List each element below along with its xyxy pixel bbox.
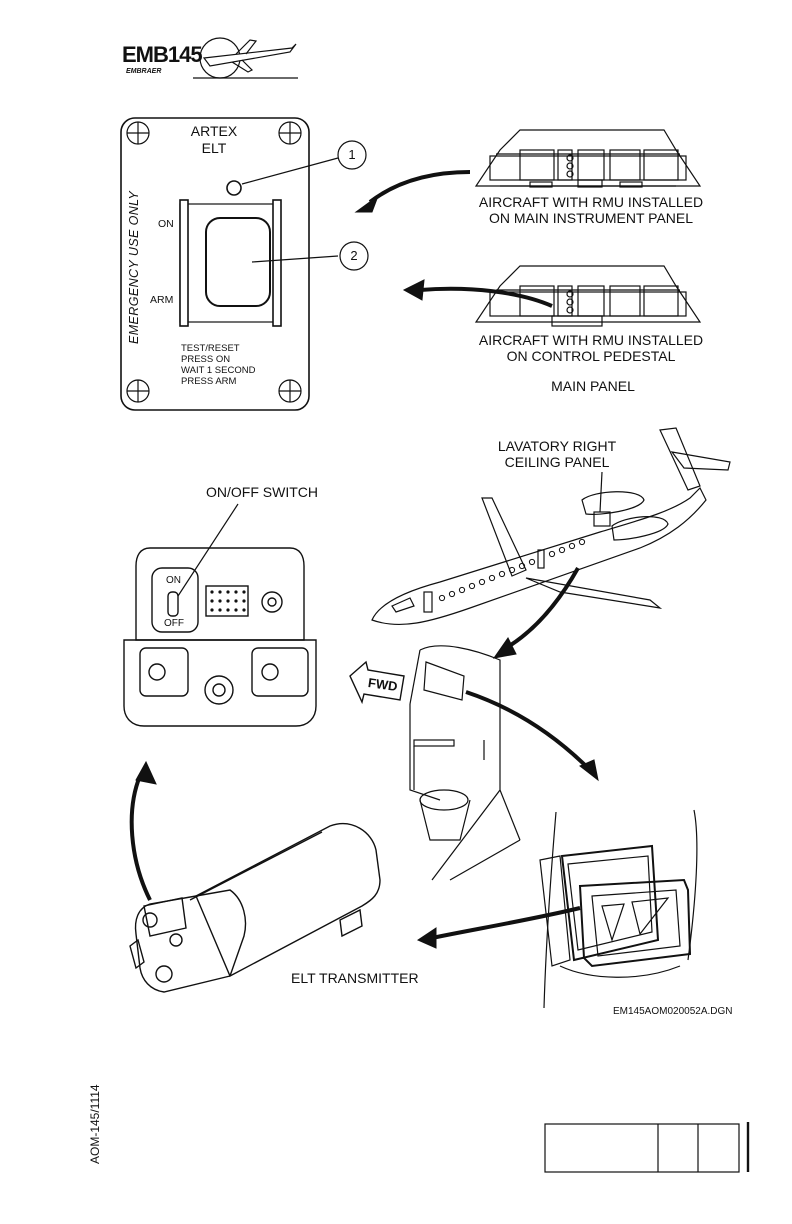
main-instrument-panel-drawing	[474, 129, 702, 188]
elt-title-line1: ARTEX	[190, 123, 238, 139]
switch-label: ON/OFF SWITCH	[206, 484, 318, 500]
aircraft-windows	[438, 538, 586, 602]
transmitter-name: ELT TRANSMITTER	[291, 970, 419, 986]
brand-logo: EMB145 EMBRAER	[120, 40, 300, 82]
lavatory-drawing	[409, 645, 521, 881]
arrow-from-pedestal-icon	[402, 279, 553, 308]
arrow-to-ceiling-panel-icon	[465, 690, 599, 782]
control-pedestal-panel-drawing	[474, 265, 702, 327]
revision-table	[544, 1122, 750, 1173]
elt-instruction-1: TEST/RESET	[181, 343, 240, 354]
elt-transmitter-unit-drawing	[129, 823, 381, 993]
elt-instruction-2: PRESS ON	[181, 354, 231, 365]
arrow-to-main-panel-icon	[354, 170, 471, 213]
main-panel-title: MAIN PANEL	[551, 378, 635, 394]
drawing-reference: EM145AOM020052A.DGN	[613, 1006, 733, 1017]
brand-model: EMB145	[122, 42, 203, 67]
arrow-to-transmitter-icon	[416, 906, 581, 949]
callout-2: 2	[350, 248, 358, 263]
main-panel-caption-bottom-1: AIRCRAFT WITH RMU INSTALLED	[478, 332, 704, 348]
fwd-arrow-icon	[349, 660, 405, 705]
transmitter-on-label: ON	[166, 575, 181, 586]
arrow-up-to-front-icon	[129, 760, 157, 901]
elt-arm-label: ARM	[150, 294, 174, 306]
transmitter-off-label: OFF	[164, 618, 184, 629]
elt-instruction-3: WAIT 1 SECOND	[181, 365, 256, 376]
elt-control-panel	[120, 117, 369, 411]
callout-1: 1	[348, 147, 356, 162]
elt-on-label: ON	[158, 218, 174, 230]
aircraft-drawing	[371, 427, 731, 626]
elt-side-label: EMERGENCY USE ONLY	[127, 190, 141, 344]
indicator-light-icon	[226, 180, 242, 196]
location-line1: LAVATORY RIGHT	[497, 438, 617, 454]
brand-maker: EMBRAER	[126, 68, 162, 75]
arrow-to-lavatory-icon	[492, 567, 580, 659]
connector-pins	[210, 590, 246, 612]
ceiling-panel-drawing	[539, 809, 698, 1009]
elt-instruction-4: PRESS ARM	[181, 376, 237, 387]
main-panel-caption-bottom-2: ON CONTROL PEDESTAL	[506, 348, 676, 364]
location-line2: CEILING PANEL	[504, 454, 610, 470]
main-panel-caption-top-2: ON MAIN INSTRUMENT PANEL	[488, 210, 694, 226]
main-panel-caption-top-1: AIRCRAFT WITH RMU INSTALLED	[478, 194, 704, 210]
logo-aircraft-icon	[193, 37, 298, 79]
elt-title-line2: ELT	[201, 140, 227, 156]
document-code: AOM-145/1114	[88, 1084, 102, 1164]
elt-transmitter-front-drawing	[123, 503, 317, 727]
